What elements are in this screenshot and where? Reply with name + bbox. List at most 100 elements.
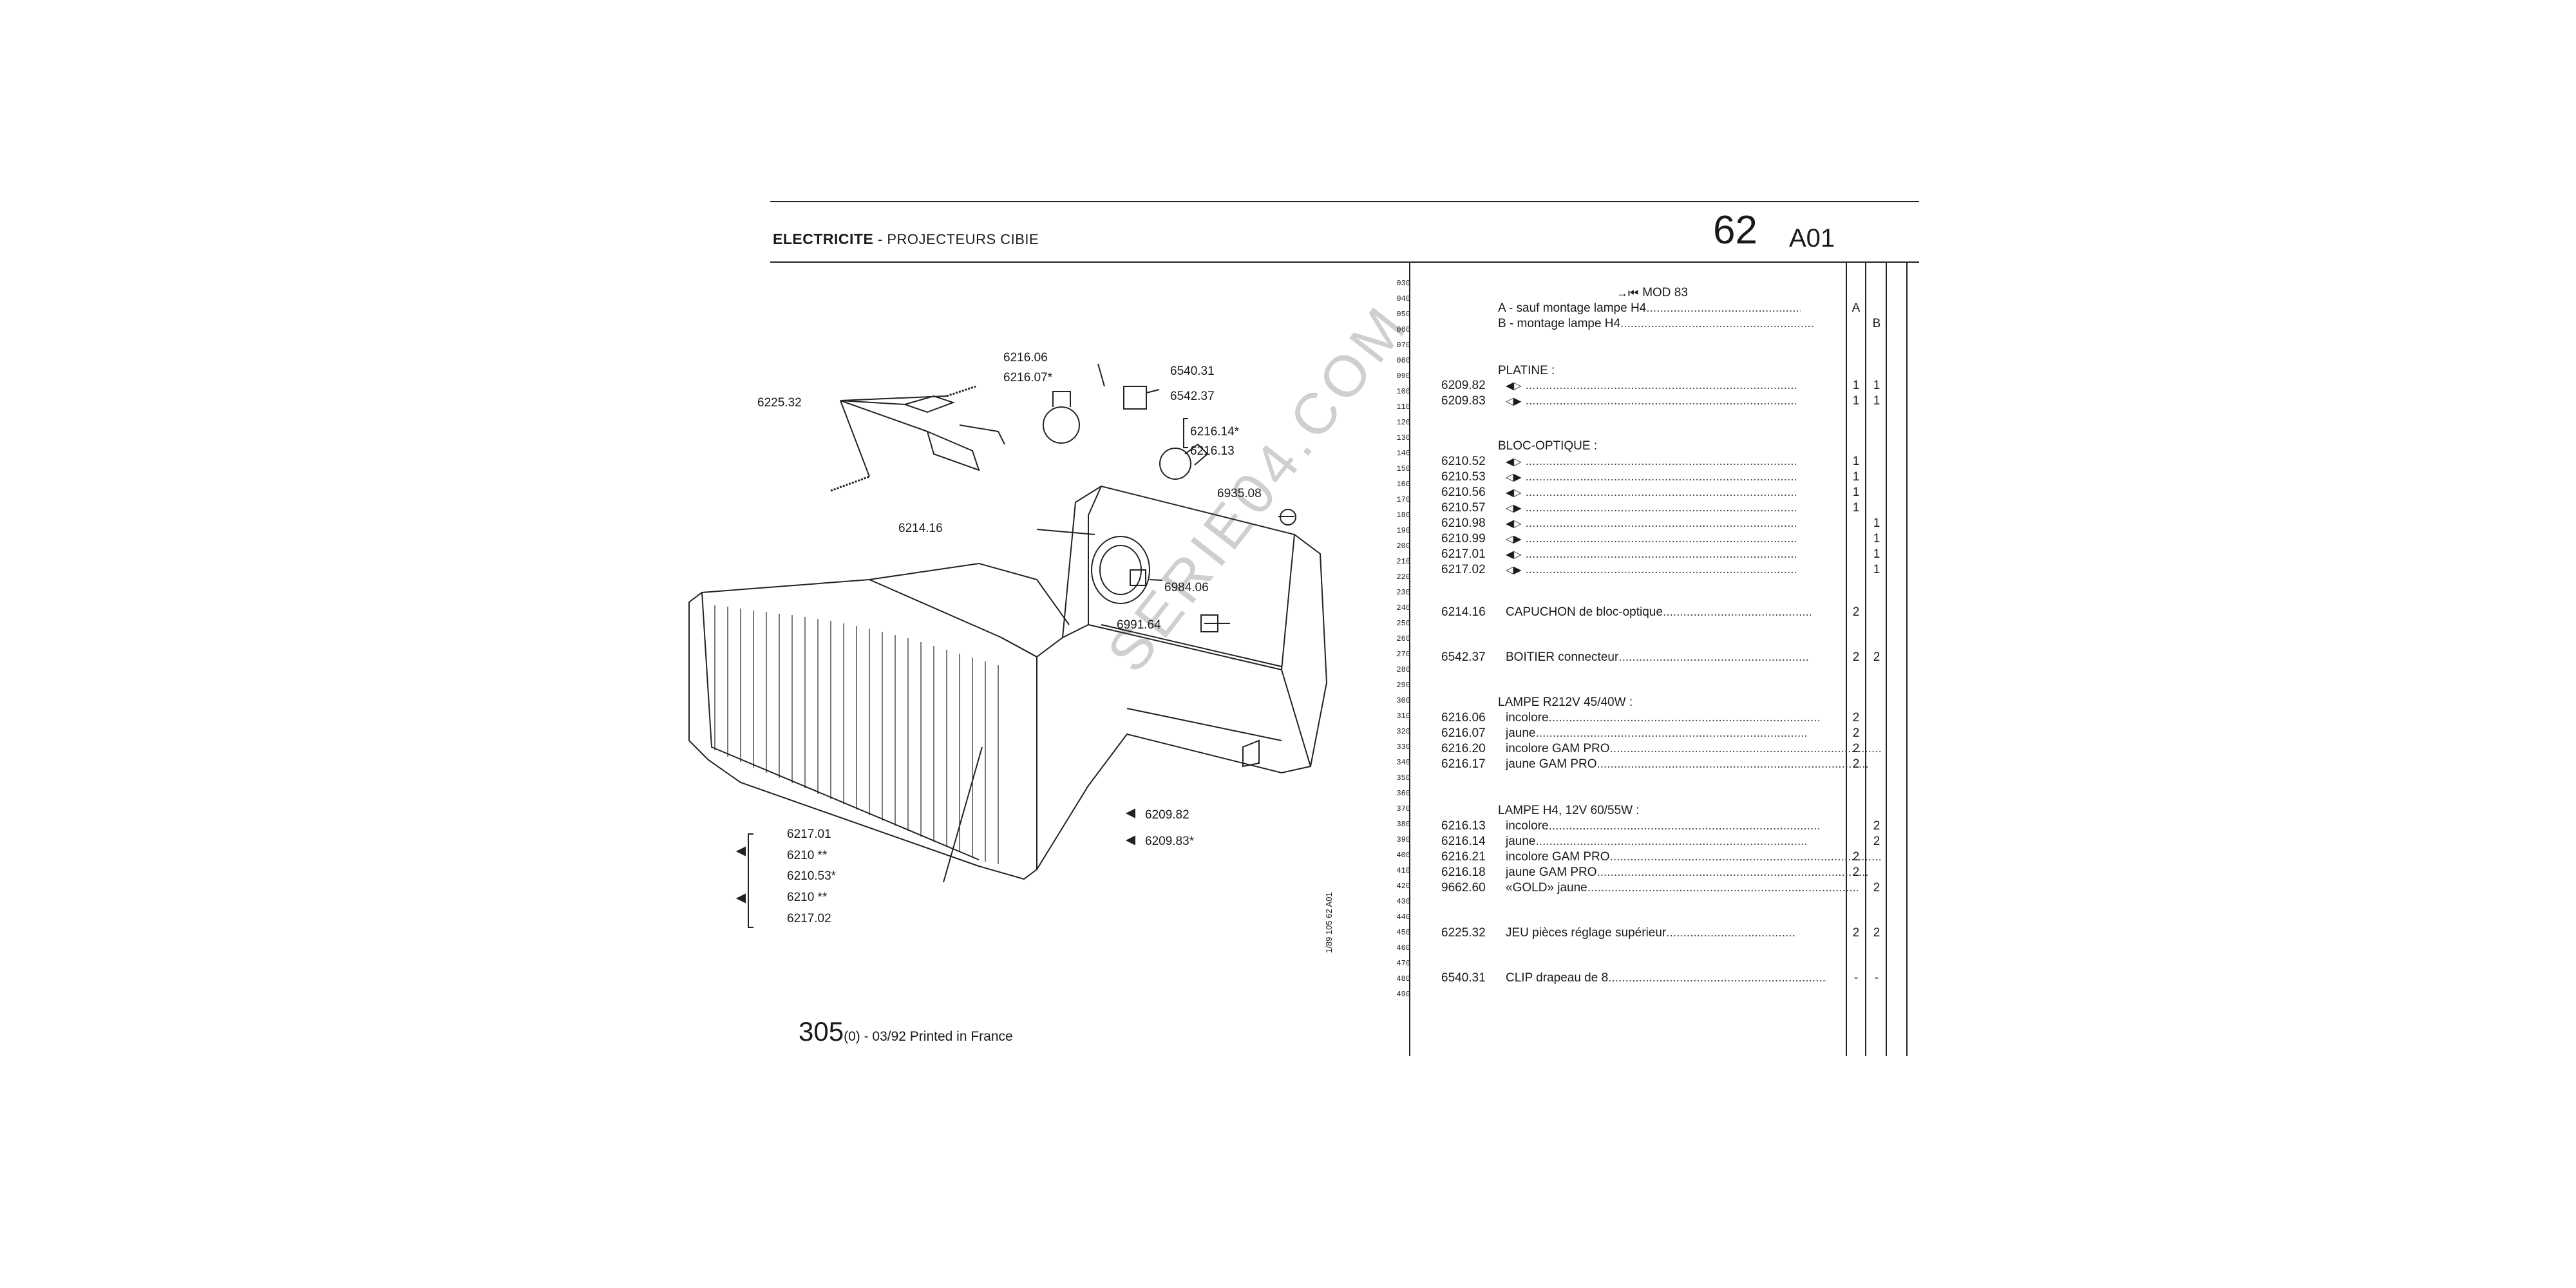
sequence-number: 230 <box>1396 588 1410 597</box>
qty-b: 1 <box>1873 379 1880 392</box>
qty-b: 2 <box>1873 835 1880 848</box>
leader-dots: ........................................… <box>1525 516 1796 530</box>
clip-6984 <box>1130 569 1146 586</box>
callout-6210-a: 6210 ** <box>787 849 828 862</box>
qty-a: 2 <box>1852 742 1860 755</box>
qty-b: 1 <box>1873 547 1880 561</box>
table-rule-end <box>1906 263 1908 1056</box>
mod-row: →⏮ MOD 83 <box>1616 286 1688 300</box>
part-description: «GOLD» jaune <box>1506 881 1587 895</box>
sequence-number: 450 <box>1396 928 1410 937</box>
headlamp-housing <box>869 485 1328 870</box>
qty-a: 2 <box>1852 926 1860 940</box>
part-number: 6210.52 <box>1441 455 1486 468</box>
lamp-side-icon: ◁▶ <box>1506 503 1522 514</box>
sequence-number: 190 <box>1396 526 1410 535</box>
leader-dots: ........................................… <box>1609 850 1880 864</box>
sequence-number: 250 <box>1396 619 1410 628</box>
table-row: 6217.02◁▶...............................… <box>1441 563 1796 577</box>
sequence-number: 060 <box>1396 325 1410 334</box>
part-description: incolore GAM PRO <box>1506 850 1610 864</box>
qty-a: 1 <box>1852 394 1860 408</box>
callout-6984-06: 6984.06 <box>1164 581 1209 594</box>
sequence-number: 490 <box>1396 990 1410 999</box>
table-row: 6210.56◀▷...............................… <box>1441 486 1796 500</box>
qty-a: 1 <box>1852 379 1860 392</box>
qty-a: 1 <box>1852 455 1860 468</box>
leader-dots: ........................................… <box>1525 394 1796 408</box>
sequence-number: 440 <box>1396 913 1410 922</box>
qty-a: 1 <box>1852 470 1860 484</box>
section-lampe-r212v: LAMPE R212V 45/40W : <box>1498 696 1633 709</box>
group-number: 62 <box>1713 208 1757 252</box>
part-description: CAPUCHON de bloc-optique <box>1506 605 1663 619</box>
title-separator: - <box>873 231 887 247</box>
sequence-number: 480 <box>1396 974 1410 983</box>
table-rule-b <box>1886 263 1887 1056</box>
part-number: 6209.83 <box>1441 394 1486 408</box>
table-row: 6210.57◁▶...............................… <box>1441 501 1796 515</box>
callout-6217-02: 6217.02 <box>787 912 831 925</box>
page-title: ELECTRICITE - PROJECTEURS CIBIE <box>773 231 1039 248</box>
leader-dots: ........................................… <box>1525 547 1796 561</box>
callout-6214-16: 6214.16 <box>898 522 943 535</box>
leader-dots: ........................................… <box>1525 455 1796 468</box>
part-number: 6210.98 <box>1441 516 1486 530</box>
row-boitier: 6542.37 BOITIER connecteur..............… <box>1441 650 1808 664</box>
sequence-number: 310 <box>1396 712 1410 721</box>
part-description: incolore <box>1506 711 1549 724</box>
callout-6216-06: 6216.06 <box>1003 351 1048 365</box>
sequence-number: 320 <box>1396 727 1410 736</box>
part-number: 6542.37 <box>1441 650 1486 664</box>
subsection-title: PROJECTEURS CIBIE <box>887 231 1039 247</box>
sequence-number: 160 <box>1396 480 1410 489</box>
sequence-number: 090 <box>1396 372 1410 381</box>
table-row: 6210.52 ◀▷...............................… <box>1441 455 1796 469</box>
part-number: 6214.16 <box>1441 605 1486 619</box>
legend-b-text: B - montage lampe H4 <box>1498 317 1621 330</box>
table-rule-a2 <box>1865 263 1866 1056</box>
table-left-rule <box>1409 263 1410 1056</box>
header-rule-bottom <box>770 261 1919 263</box>
lamp-side-icon: ◁▶ <box>1506 534 1522 545</box>
lamp-side-icon: ◀▷ <box>1506 457 1522 468</box>
section-bloc-optique: BLOC-OPTIQUE : <box>1498 439 1598 453</box>
leader-dots: ........................................… <box>1548 711 1819 724</box>
bulb-h4 <box>1159 443 1209 480</box>
row-clip: 6540.31 CLIP drapeau de 8...............… <box>1441 971 1827 985</box>
group-code: A01 <box>1789 224 1835 252</box>
sequence-number: 200 <box>1396 542 1410 551</box>
sequence-number: 050 <box>1396 310 1410 319</box>
leader-dots: ........................................… <box>1587 881 1858 895</box>
leader-dots: ........................................… <box>1525 563 1796 576</box>
part-number: 6217.02 <box>1441 563 1486 576</box>
mod-label: MOD 83 <box>1642 286 1688 299</box>
sequence-number: 240 <box>1396 603 1410 612</box>
callout-6225-32: 6225.32 <box>757 396 802 410</box>
leader-dots: ........................................… <box>1525 486 1796 499</box>
qty-a: 2 <box>1852 650 1860 664</box>
sequence-number: 400 <box>1396 851 1410 860</box>
callout-6542-37: 6542.37 <box>1170 390 1215 403</box>
table-row: 6209.83 ◁▶...............................… <box>1441 394 1796 408</box>
part-number: 6210.99 <box>1441 532 1486 545</box>
part-number: 6540.31 <box>1441 971 1486 985</box>
section-platine: PLATINE : <box>1498 364 1555 377</box>
sequence-number: 110 <box>1396 402 1410 412</box>
sequence-number: 220 <box>1396 573 1410 582</box>
part-number: 6216.21 <box>1441 850 1486 864</box>
sequence-number: 300 <box>1396 696 1410 705</box>
legend-a: A - sauf montage lampe H4...............… <box>1498 301 1801 315</box>
lamp-side-icon: ◁▶ <box>1506 396 1522 407</box>
sequence-number: 140 <box>1396 449 1410 458</box>
lamp-side-icon: ◀▷ <box>1506 549 1522 560</box>
connector-block <box>1123 386 1160 410</box>
table-row: 6210.53◁▶...............................… <box>1441 470 1796 484</box>
part-description: incolore <box>1506 819 1549 833</box>
qty-b: 1 <box>1873 394 1880 408</box>
leader-dots: ........................................… <box>1525 379 1796 392</box>
part-number: 9662.60 <box>1441 881 1486 895</box>
sequence-number: 170 <box>1396 495 1410 504</box>
